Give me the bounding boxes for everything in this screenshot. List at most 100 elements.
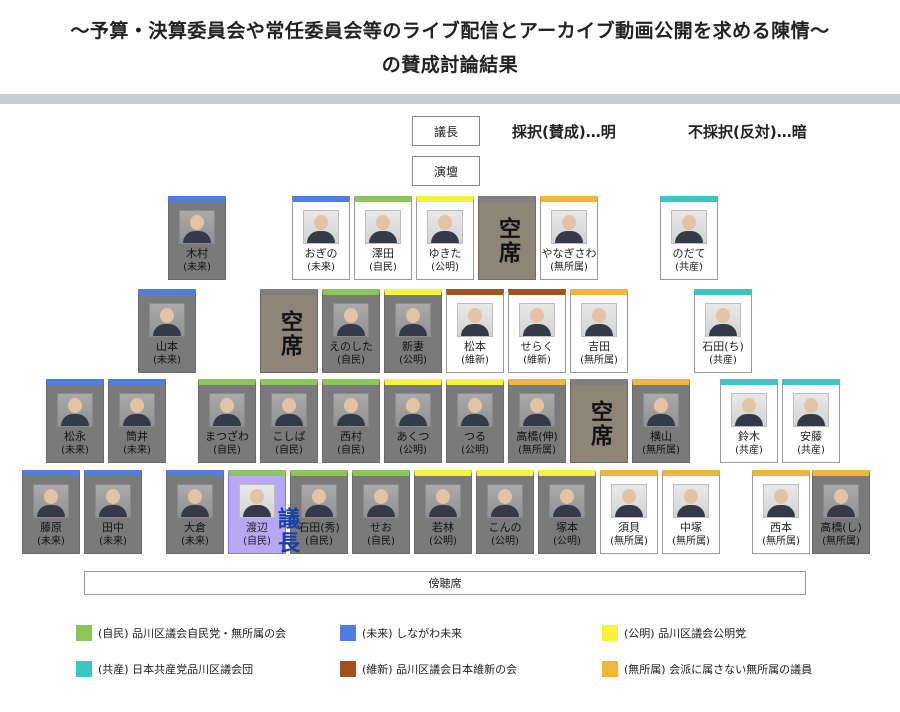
member-party: (共産) [735,445,763,456]
member-name: 中塚 [680,521,702,534]
member-party: (共産) [675,262,703,273]
member-photo [643,393,679,427]
member-photo [33,484,69,518]
public-gallery: 傍聴席 [84,571,806,595]
member-photo [179,210,215,244]
member-photo [333,393,369,427]
reject-legend: 不採択(反対)…暗 [688,123,807,141]
speaker-mark: 議長 [274,507,299,555]
seat-card: 木村(未来) [168,196,226,280]
seat-card: 安藤(共産) [782,379,840,463]
seat-card: ゆきた(公明) [416,196,474,280]
member-name: あくつ [396,430,430,443]
member-name: 木村 [186,247,208,260]
member-photo [487,484,523,518]
vacant-seat: 空席 [478,196,536,280]
legend-item: (公明) 品川区議会公明党 [602,625,746,641]
seat-card: 藤原(未来) [22,470,80,554]
member-party: (無所属) [518,445,556,456]
member-photo [763,484,799,518]
legend-item: (自民) 品川区議会自民党・無所属の会 [76,625,286,641]
seat-card: 須貝(無所属) [600,470,658,554]
seat-card: 新妻 (公明) [384,289,442,373]
seat-card: 澤田 (自民) [354,196,412,280]
member-name: 西村 [340,430,362,443]
member-party: (無所属) [550,262,588,273]
seat-card: 松永(未来) [46,379,104,463]
vacant-seat: 空席 [260,289,318,373]
seat-card: 田中 (未来) [84,470,142,554]
member-party: (共産) [797,445,825,456]
seat-card: 大倉(未来) [166,470,224,554]
page-title: 〜予算・決算委員会や常任委員会等のライブ配信とアーカイブ動画公開を求める陳情〜 [70,20,830,42]
member-name: 山本 [156,340,178,353]
seat-card: せお(自民) [352,470,410,554]
member-party: (無所属) [672,536,710,547]
member-name: こしば [272,430,306,443]
seat-card: あくつ(公明) [384,379,442,463]
member-name: 大倉 [184,521,206,534]
page-subtitle: の賛成討論結果 [381,54,519,76]
member-photo [519,393,555,427]
seat-card: 横山(無所属) [632,379,690,463]
member-photo [549,484,585,518]
seat-card: 鈴木(共産) [720,379,778,463]
member-photo [457,393,493,427]
seat-card: まつざわ(自民) [198,379,256,463]
member-name: おぎの [304,247,338,260]
member-name: 石田(秀) [298,521,340,534]
legend-item: (共産) 日本共産党品川区議会団 [76,661,253,677]
member-party: (無所属) [762,536,800,547]
member-name: 塚本 [556,521,578,534]
member-photo [611,484,647,518]
seat-card: おぎの(未来) [292,196,350,280]
member-name: のだて [672,247,706,260]
member-party: (公明) [399,355,427,366]
member-name: 新妻 [402,340,424,353]
member-name: 横山 [650,430,672,443]
member-name: 松永 [64,430,86,443]
legend-label: (公明) 品川区議会公明党 [624,627,747,640]
member-name: 田中 [102,521,124,534]
member-photo [209,393,245,427]
member-name: 石田(ち) [702,340,744,353]
member-party: (未来) [99,536,127,547]
seat-card: えのした(自民) [322,289,380,373]
member-name: こんの [488,521,522,534]
vacant-seat: 空席 [570,379,628,463]
member-party: (自民) [213,445,241,456]
seat-card: せらく(維新) [508,289,566,373]
member-party: (無所属) [822,536,860,547]
member-photo [239,484,275,518]
member-party: (公明) [431,262,459,273]
legend-swatch [340,661,356,677]
member-party: (無所属) [580,355,618,366]
seat-card: こんの (公明) [476,470,534,554]
seat-card: 高橋(し)(無所属) [812,470,870,554]
legend-item: (未来) しながわ未来 [340,625,462,641]
member-photo [177,484,213,518]
seat-card: 塚本 (公明) [538,470,596,554]
member-party: (公明) [429,536,457,547]
seat-card: 筒井(未来) [108,379,166,463]
member-party: (自民) [275,445,303,456]
member-party: (自民) [369,262,397,273]
member-name: 吉田 [588,340,610,353]
member-photo [705,303,741,337]
seat-card: 若林 (公明) [414,470,472,554]
member-name: 須貝 [618,521,640,534]
member-party: (公明) [491,536,519,547]
seat-card: 松本(維新) [446,289,504,373]
member-photo [671,210,707,244]
member-party: (公明) [553,536,581,547]
member-party: (公明) [461,445,489,456]
member-photo [673,484,709,518]
member-photo [823,484,859,518]
member-photo [425,484,461,518]
member-name: 若林 [432,521,454,534]
member-name: 澤田 [372,247,394,260]
member-photo [95,484,131,518]
member-photo [119,393,155,427]
member-party: (自民) [367,536,395,547]
member-name: 西本 [770,521,792,534]
